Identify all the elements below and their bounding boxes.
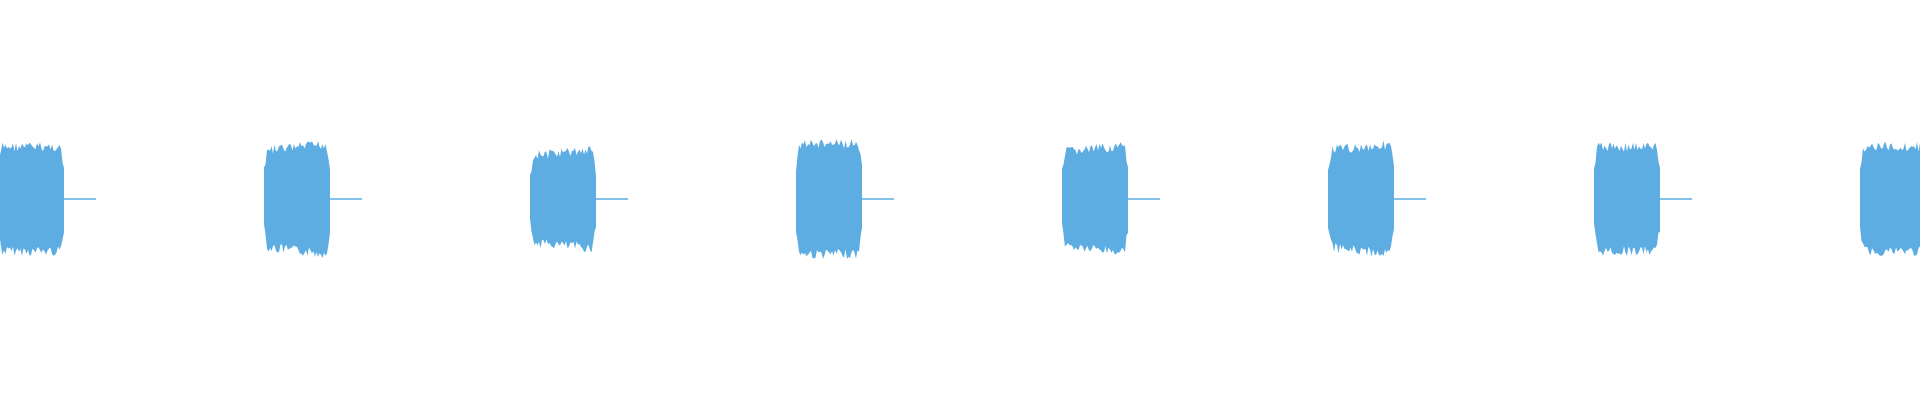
- waveform-burst: [0, 142, 96, 257]
- waveform-burst-body: [796, 138, 862, 259]
- waveform-bursts: [0, 138, 1920, 259]
- waveform-burst: [1594, 142, 1692, 256]
- waveform-burst-body: [1594, 142, 1660, 256]
- waveform-burst-body: [530, 146, 596, 253]
- waveform-burst-body: [1062, 142, 1128, 255]
- waveform-burst: [1860, 142, 1920, 256]
- waveform-burst: [530, 146, 628, 253]
- waveform-burst: [796, 138, 894, 259]
- waveform-burst: [1328, 140, 1426, 257]
- waveform-burst-body: [0, 142, 64, 257]
- waveform-burst-body: [1328, 140, 1394, 257]
- waveform-burst-body: [1860, 142, 1920, 256]
- waveform-burst: [264, 141, 362, 258]
- waveform-burst: [1062, 142, 1160, 255]
- waveform-burst-body: [264, 141, 330, 258]
